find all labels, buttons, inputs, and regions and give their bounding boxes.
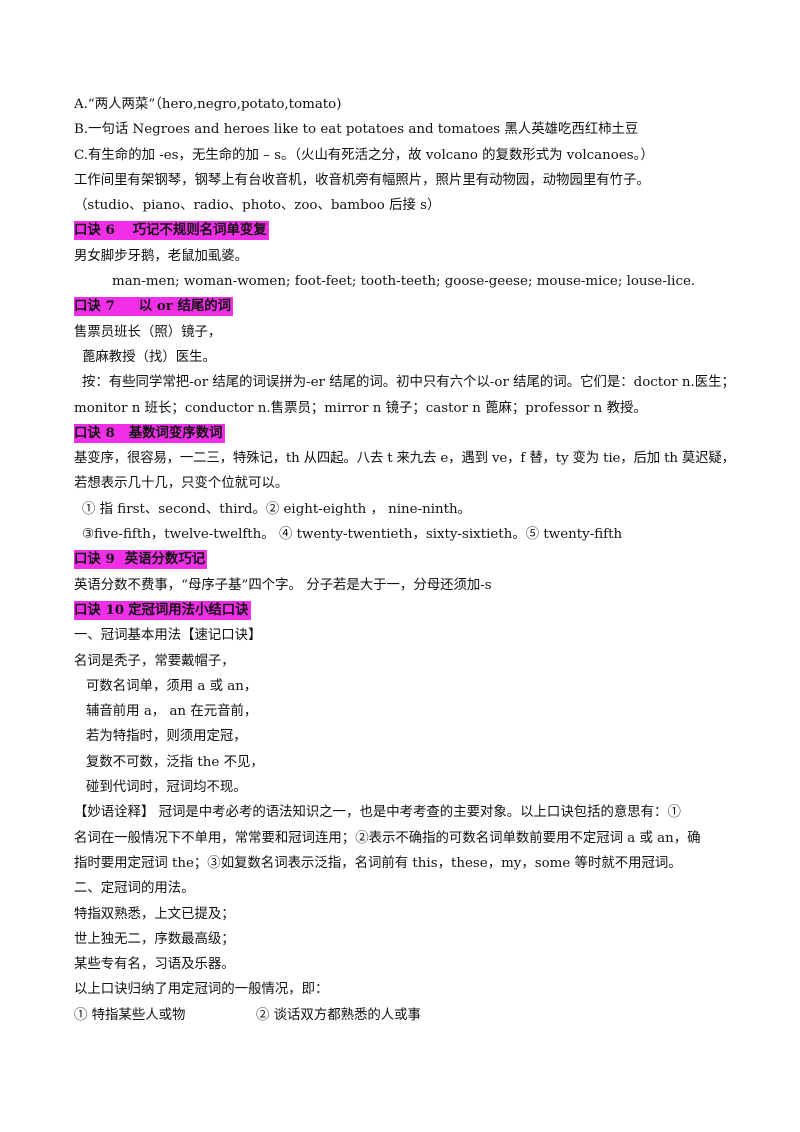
- document-page: A.“两人两菜”（hero,negro,potato,tomato) B.一句话…: [74, 92, 754, 1028]
- text-line: 以上口诀归纳了用定冠词的一般情况，即：: [74, 982, 329, 998]
- text-line: 男女脚步牙鹅，老鼠加虱婆。: [74, 248, 249, 264]
- highlight-mark: 口诀 7 以 or 结尾的词: [74, 297, 234, 317]
- heading-title: 巧记不规则名词单变复: [132, 222, 267, 239]
- heading-label: 口诀 9: [74, 551, 115, 568]
- text-line: 基变序，很容易，一二三，特殊记，th 从四起。八去 t 来九去 e，遇到 ve，…: [74, 451, 735, 467]
- poem-line: 辅音前用 a， an 在元音前，: [86, 704, 258, 720]
- section-heading-6: 口诀 6 巧记不规则名词单变复: [74, 218, 754, 243]
- heading-label: 口诀 7: [74, 298, 115, 315]
- highlight-mark: 口诀 8 基数词变序数词: [74, 423, 225, 443]
- text-line: 工作间里有架钢琴，钢琴上有台收音机，收音机旁有幅照片，照片里有动物园，动物园里有…: [74, 172, 650, 188]
- highlight-mark: 口诀 6 巧记不规则名词单变复: [74, 221, 269, 241]
- heading-title: 以 or 结尾的词: [138, 298, 232, 315]
- heading-title: 基数词变序数词: [128, 424, 223, 441]
- text-line: ① 指 first、second、third。② eight-eighth ， …: [82, 501, 472, 517]
- poem-line: 复数不可数，泛指 the 不见，: [86, 754, 264, 770]
- text-line: monitor n 班长；conductor n.售票员；mirror n 镜子…: [74, 400, 647, 416]
- text-line: ③five-fifth，twelve-twelfth。 ④ twenty-twe…: [82, 527, 623, 543]
- list-item: ② 谈话双方都熟悉的人或事: [256, 1007, 421, 1023]
- text-line: 售票员班长（照）镜子，: [74, 324, 222, 340]
- section-heading-7: 口诀 7 以 or 结尾的词: [74, 294, 754, 319]
- text-line: 某些专有名，习语及乐器。: [74, 957, 235, 973]
- section-heading-9: 口诀 9 英语分数巧记: [74, 547, 754, 572]
- highlight-mark: 口诀 9 英语分数巧记: [74, 550, 208, 570]
- section-heading-8: 口诀 8 基数词变序数词: [74, 421, 754, 446]
- text-line: 若想表示几十几，只变个位就可以。: [74, 476, 289, 492]
- heading-label: 口诀 6: [74, 222, 115, 239]
- heading-title: 英语分数巧记: [124, 551, 206, 568]
- list-item-row: ① 特指某些人或物 ② 谈话双方都熟悉的人或事: [74, 1003, 754, 1028]
- text-line: 世上独无二，序数最高级；: [74, 931, 235, 947]
- text-line: （studio、piano、radio、photo、zoo、bamboo 后接 …: [74, 198, 441, 214]
- text-line: B.一句话 Negroes and heroes like to eat pot…: [74, 122, 639, 138]
- heading-label: 口诀 10: [74, 601, 125, 618]
- text-line: 英语分数不费事，“母序子基”四个字。 分子若是大于一，分母还须加-s: [74, 577, 492, 593]
- text-line: 【妙语诠释】 冠词是中考必考的语法知识之一，也是中考考查的主要对象。以上口诀包括…: [74, 805, 681, 821]
- text-line: 特指双熟悉，上文已提及；: [74, 906, 235, 922]
- poem-line: 可数名词单，须用 a 或 an，: [86, 678, 258, 694]
- poem-line: 碰到代词时，冠词均不现。: [86, 780, 247, 796]
- text-line: 一、冠词基本用法【速记口诀】: [74, 628, 262, 644]
- list-item: ① 特指某些人或物: [74, 1007, 186, 1023]
- poem-line: 若为特指时，则须用定冠，: [86, 729, 247, 745]
- text-line: 蓖麻教授（找）医生。: [82, 349, 216, 365]
- heading-label: 口诀 8: [74, 424, 115, 441]
- heading-title: 定冠词用法小结口诀: [128, 601, 249, 618]
- text-line: 名词在一般情况下不单用，常常要和冠词连用；②表示不确指的可数名词单数前要用不定冠…: [74, 830, 701, 846]
- text-line: 按：有些同学常把-or 结尾的词误拼为-er 结尾的词。初中只有六个以-or 结…: [82, 375, 735, 391]
- poem-line: 名词是秃子，常要戴帽子，: [74, 653, 235, 669]
- text-line: A.“两人两菜”（hero,negro,potato,tomato): [74, 97, 342, 112]
- text-line: man-men; woman-women; foot-feet; tooth-t…: [112, 274, 696, 290]
- text-line: C.有生命的加 -es，无生命的加 – s。（火山有死活之分，故 volcano…: [74, 147, 654, 163]
- text-line: 指时要用定冠词 the；③如复数名词表示泛指，名词前有 this，these，m…: [74, 855, 682, 871]
- text-line: 二、定冠词的用法。: [74, 881, 195, 897]
